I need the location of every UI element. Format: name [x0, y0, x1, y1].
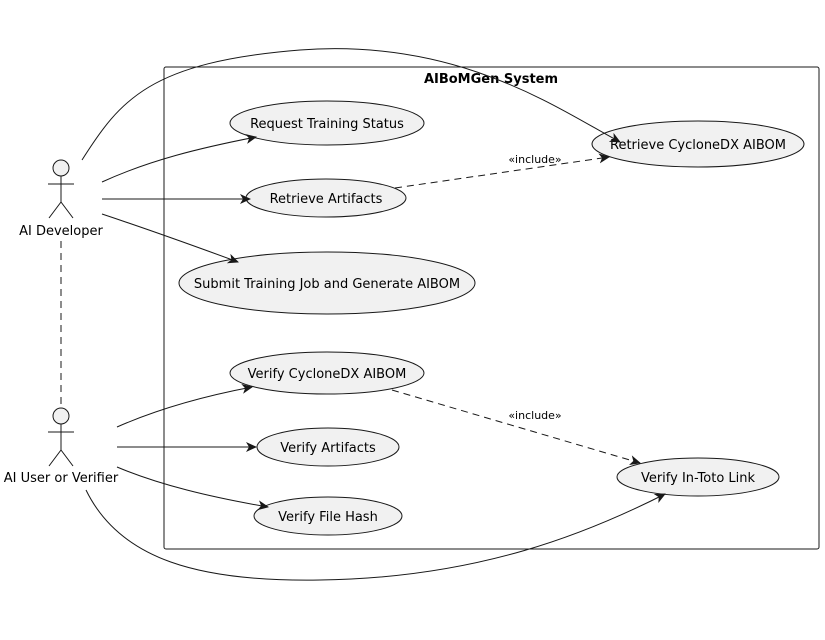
- system-boundary: AIBoMGen System: [163, 66, 820, 550]
- edge-dev-request-status: [101, 134, 257, 183]
- use-case-verify-artifacts: Verify Artifacts: [256, 427, 400, 467]
- use-case-retrieve-artifacts: Retrieve Artifacts: [245, 178, 407, 218]
- svg-text:Submit Training Job and Genera: Submit Training Job and Generate AIBOM: [194, 277, 460, 292]
- include-edge-artifacts-cyclonedx: [394, 153, 610, 189]
- include-label-2: «include»: [508, 409, 561, 422]
- edge-ver-verify-cyclonedx: [116, 383, 253, 428]
- use-case-submit-training-job: Submit Training Job and Generate AIBOM: [178, 251, 476, 315]
- edge-dev-submit-job: [101, 213, 239, 264]
- use-case-request-training-status: Request Training Status: [229, 100, 425, 146]
- include-edge-cyclonedx-intoto: [391, 389, 641, 465]
- svg-text:Retrieve CycloneDX AIBOM: Retrieve CycloneDX AIBOM: [610, 138, 786, 153]
- actor-ai-user-verifier: AI User or Verifier: [4, 407, 119, 486]
- svg-text:Request Training Status: Request Training Status: [250, 117, 404, 132]
- svg-text:Verify Artifacts: Verify Artifacts: [280, 441, 376, 456]
- actor-label-verifier: AI User or Verifier: [4, 471, 119, 486]
- use-case-verify-in-toto-link: Verify In-Toto Link: [616, 457, 780, 497]
- svg-text:Retrieve Artifacts: Retrieve Artifacts: [270, 192, 383, 207]
- actor-label-developer: AI Developer: [19, 224, 103, 239]
- edge-ver-verify-in-toto: [85, 489, 666, 581]
- svg-text:Verify In-Toto Link: Verify In-Toto Link: [641, 471, 756, 486]
- actor-ai-developer: AI Developer: [19, 159, 104, 239]
- svg-text:Verify CycloneDX AIBOM: Verify CycloneDX AIBOM: [248, 367, 407, 382]
- svg-text:Verify File Hash: Verify File Hash: [278, 510, 378, 525]
- edge-dev-retrieve-cyclonedx: [81, 48, 621, 161]
- use-case-verify-cyclonedx-aibom: Verify CycloneDX AIBOM: [229, 351, 425, 395]
- system-title: AIBoMGen System: [424, 72, 558, 87]
- include-label-1: «include»: [508, 153, 561, 166]
- use-case-verify-file-hash: Verify File Hash: [253, 496, 403, 536]
- edge-ver-verify-file-hash: [116, 466, 269, 511]
- use-case-retrieve-cyclonedx-aibom: Retrieve CycloneDX AIBOM: [591, 120, 805, 168]
